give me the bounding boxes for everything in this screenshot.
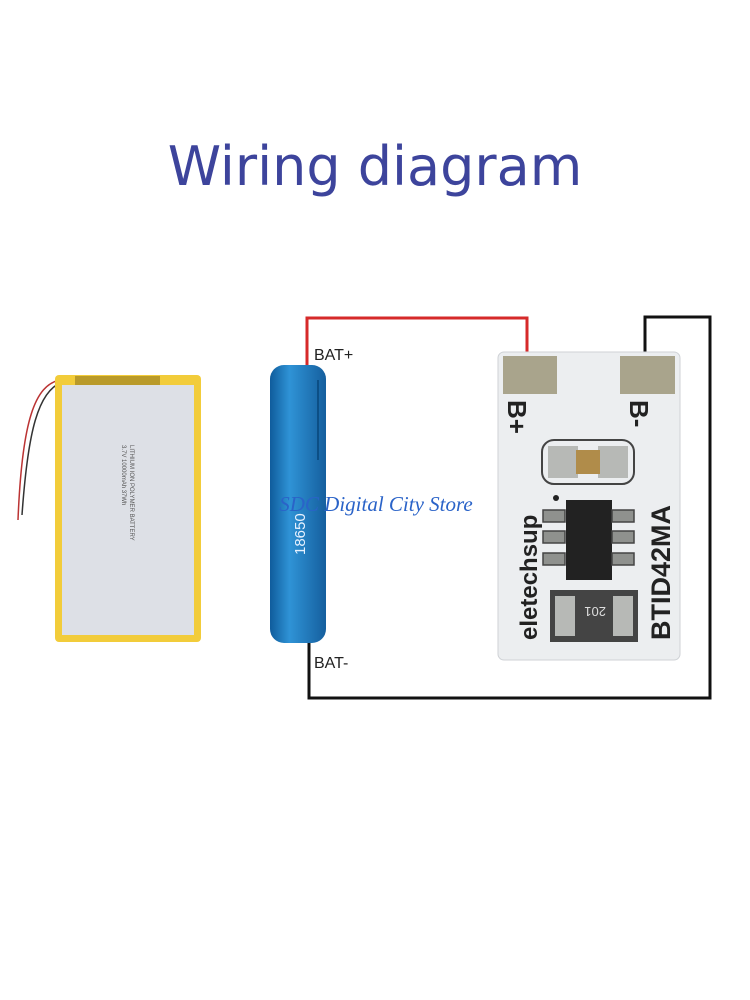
board-brand-label: eletechsup <box>516 515 543 640</box>
positive-wire <box>305 316 529 378</box>
svg-text:3.7V 10000mAh 37Wh: 3.7V 10000mAh 37Wh <box>120 445 126 505</box>
cell-model-label: 18650 <box>292 513 309 555</box>
watermark: SDC Digital City Store <box>279 492 473 516</box>
resistor-code: 201 <box>584 604 606 619</box>
18650-cell <box>270 365 326 643</box>
bat-plus-label: BAT+ <box>314 347 353 364</box>
bat-minus-label: BAT- <box>314 655 348 672</box>
board-model-label: BTID42MA <box>646 505 676 640</box>
lipo-pouch-battery: LITHIUM ION POLYMER BATTERY 3.7V 10000mA… <box>17 375 201 642</box>
charger-board <box>497 351 681 661</box>
page-title: Wiring diagram <box>167 135 583 198</box>
pad-minus-label: B- <box>624 400 654 427</box>
negative-wire <box>307 315 712 700</box>
pad-plus-label: B+ <box>502 400 532 434</box>
svg-text:LITHIUM ION POLYMER BATTERY: LITHIUM ION POLYMER BATTERY <box>128 445 134 541</box>
